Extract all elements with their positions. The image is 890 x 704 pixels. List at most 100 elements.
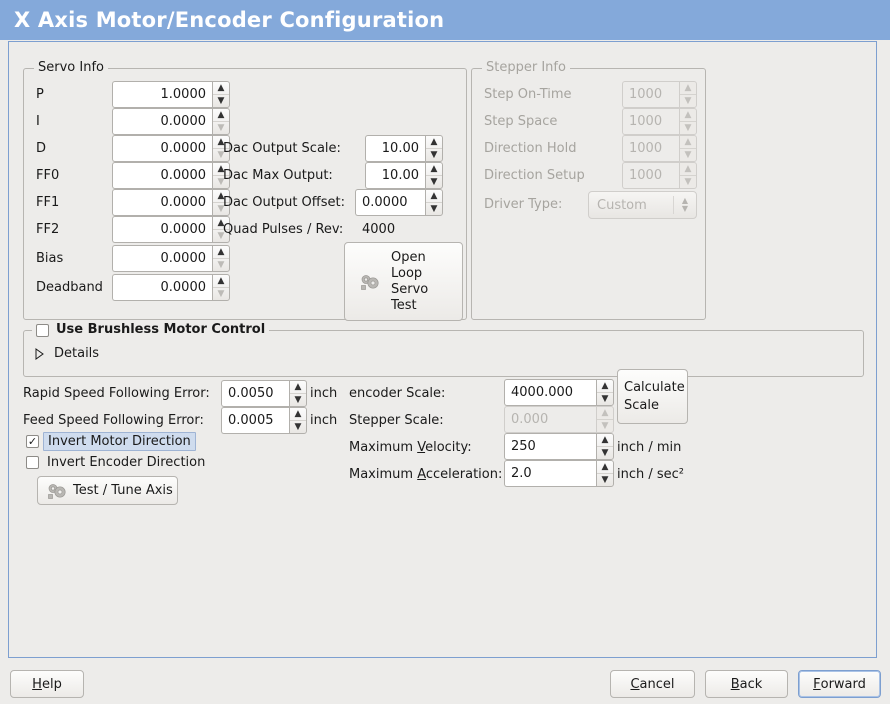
servo-value-p[interactable]: 1.0000 [112, 81, 212, 108]
servo-spin-deadband-buttons[interactable]: ▲▼ [212, 274, 230, 301]
servo-value-bias[interactable]: 0.0000 [112, 245, 212, 272]
servo-spin-deadband[interactable]: 0.0000 ▲▼ [112, 274, 230, 301]
servo-value-d[interactable]: 0.0000 [112, 135, 212, 162]
dac-output-offset-buttons[interactable]: ▲▼ [425, 189, 443, 216]
invert-motor-direction-checkbox[interactable]: ✓ Invert Motor Direction [26, 432, 196, 451]
spin-up-icon[interactable]: ▲ [217, 109, 225, 120]
servo-value-ff0[interactable]: 0.0000 [112, 162, 212, 189]
dac-output-offset-spin[interactable]: 0.0000 ▲▼ [355, 189, 443, 216]
maximum-acceleration-spin[interactable]: 2.0 ▲▼ [504, 460, 614, 487]
servo-spin-ff2[interactable]: 0.0000 ▲▼ [112, 216, 230, 243]
use-brushless-motor-control-checkbox[interactable]: Use Brushless Motor Control [32, 323, 270, 337]
maximum-acceleration-buttons[interactable]: ▲▼ [596, 460, 614, 487]
servo-spin-ff1[interactable]: 0.0000 ▲▼ [112, 189, 230, 216]
dac-max-output-buttons[interactable]: ▲▼ [425, 162, 443, 189]
feed-speed-following-error-spin[interactable]: 0.0005 ▲▼ [221, 407, 307, 434]
dac-output-scale-spin[interactable]: 10.00 ▲▼ [365, 135, 443, 162]
servo-spin-p[interactable]: 1.0000 ▲▼ [112, 81, 230, 108]
servo-value-ff2[interactable]: 0.0000 [112, 216, 212, 243]
spin-down-icon[interactable]: ▼ [213, 202, 229, 215]
stepper-info-group: Stepper Info Step On-Time Step Space Dir… [471, 61, 706, 320]
spin-down-icon[interactable]: ▼ [597, 392, 613, 405]
open-loop-servo-test-button[interactable]: Open Loop Servo Test [344, 242, 463, 321]
invert-encoder-direction-checkbox[interactable]: Invert Encoder Direction [26, 455, 205, 470]
maximum-velocity-buttons[interactable]: ▲▼ [596, 433, 614, 460]
spin-up-icon[interactable]: ▲ [430, 136, 438, 147]
open-loop-line-2: Loop [391, 265, 423, 281]
spin-down-icon[interactable]: ▼ [290, 393, 306, 406]
spin-up-icon[interactable]: ▲ [217, 246, 225, 257]
stepper-scale-label: Stepper Scale: [349, 413, 444, 428]
spin-up-icon[interactable]: ▲ [217, 136, 225, 147]
brushless-checkbox-box[interactable] [36, 323, 49, 337]
maximum-velocity-value[interactable]: 250 [504, 433, 596, 460]
spin-up-icon[interactable]: ▲ [430, 190, 438, 201]
spin-down-icon[interactable]: ▼ [426, 148, 442, 161]
rapid-speed-following-error-value[interactable]: 0.0050 [221, 380, 289, 407]
calculate-scale-button[interactable]: Calculate Scale [617, 369, 688, 424]
details-expander[interactable]: Details [34, 346, 99, 361]
encoder-scale-buttons[interactable]: ▲▼ [596, 379, 614, 406]
servo-spin-i[interactable]: 0.0000 ▲▼ [112, 108, 230, 135]
servo-value-ff1[interactable]: 0.0000 [112, 189, 212, 216]
test-tune-axis-button[interactable]: Test / Tune Axis [37, 476, 178, 505]
chevron-right-icon[interactable] [34, 347, 45, 360]
spin-down-icon[interactable]: ▼ [597, 446, 613, 459]
dac-output-scale-buttons[interactable]: ▲▼ [425, 135, 443, 162]
dac-output-offset-value[interactable]: 0.0000 [355, 189, 425, 216]
encoder-scale-value[interactable]: 4000.000 [504, 379, 596, 406]
rapid-speed-spin-buttons[interactable]: ▲▼ [289, 380, 307, 407]
servo-spin-bias[interactable]: 0.0000 ▲▼ [112, 245, 230, 272]
servo-spin-ff0[interactable]: 0.0000 ▲▼ [112, 162, 230, 189]
spin-up-icon[interactable]: ▲ [294, 408, 302, 419]
spin-down-icon[interactable]: ▼ [213, 94, 229, 107]
spin-up-icon[interactable]: ▲ [294, 381, 302, 392]
spin-down-icon[interactable]: ▼ [290, 420, 306, 433]
spin-down-icon[interactable]: ▼ [213, 287, 229, 300]
spin-up-icon[interactable]: ▲ [601, 380, 609, 391]
invert-encoder-checkbox-box[interactable] [26, 456, 39, 469]
servo-spin-ff1-buttons[interactable]: ▲▼ [212, 189, 230, 216]
servo-spin-d[interactable]: 0.0000 ▲▼ [112, 135, 230, 162]
feed-speed-following-error-label: Feed Speed Following Error: [23, 413, 204, 428]
spin-up-icon[interactable]: ▲ [217, 163, 225, 174]
dac-output-scale-value[interactable]: 10.00 [365, 135, 425, 162]
spin-down-icon[interactable]: ▼ [426, 202, 442, 215]
spin-down-icon[interactable]: ▼ [213, 148, 229, 161]
maximum-velocity-spin[interactable]: 250 ▲▼ [504, 433, 614, 460]
servo-spin-bias-buttons[interactable]: ▲▼ [212, 245, 230, 272]
servo-spin-d-buttons[interactable]: ▲▼ [212, 135, 230, 162]
spin-up-icon[interactable]: ▲ [217, 82, 225, 93]
dac-max-output-spin[interactable]: 10.00 ▲▼ [365, 162, 443, 189]
servo-spin-ff0-buttons[interactable]: ▲▼ [212, 162, 230, 189]
spin-up-icon[interactable]: ▲ [217, 190, 225, 201]
servo-spin-i-buttons[interactable]: ▲▼ [212, 108, 230, 135]
maximum-acceleration-value[interactable]: 2.0 [504, 460, 596, 487]
spin-up-icon[interactable]: ▲ [217, 217, 225, 228]
spin-down-icon[interactable]: ▼ [213, 258, 229, 271]
servo-spin-p-buttons[interactable]: ▲▼ [212, 81, 230, 108]
spin-up-icon[interactable]: ▲ [217, 275, 225, 286]
spin-down-icon[interactable]: ▼ [213, 229, 229, 242]
spin-down-icon[interactable]: ▼ [213, 175, 229, 188]
dac-max-output-value[interactable]: 10.00 [365, 162, 425, 189]
spin-up-icon[interactable]: ▲ [601, 461, 609, 472]
rapid-speed-following-error-spin[interactable]: 0.0050 ▲▼ [221, 380, 307, 407]
feed-speed-following-error-value[interactable]: 0.0005 [221, 407, 289, 434]
servo-spin-ff2-buttons[interactable]: ▲▼ [212, 216, 230, 243]
invert-motor-checkbox-box[interactable]: ✓ [26, 435, 39, 448]
spin-up-icon[interactable]: ▲ [601, 434, 609, 445]
spin-up-icon[interactable]: ▲ [430, 163, 438, 174]
spin-down-icon[interactable]: ▼ [597, 473, 613, 486]
spin-down-icon[interactable]: ▼ [426, 175, 442, 188]
encoder-scale-spin[interactable]: 4000.000 ▲▼ [504, 379, 614, 406]
servo-value-i[interactable]: 0.0000 [112, 108, 212, 135]
spin-down-icon[interactable]: ▼ [213, 121, 229, 134]
maximum-velocity-label: Maximum Velocity: [349, 440, 472, 455]
feed-speed-spin-buttons[interactable]: ▲▼ [289, 407, 307, 434]
servo-value-deadband[interactable]: 0.0000 [112, 274, 212, 301]
